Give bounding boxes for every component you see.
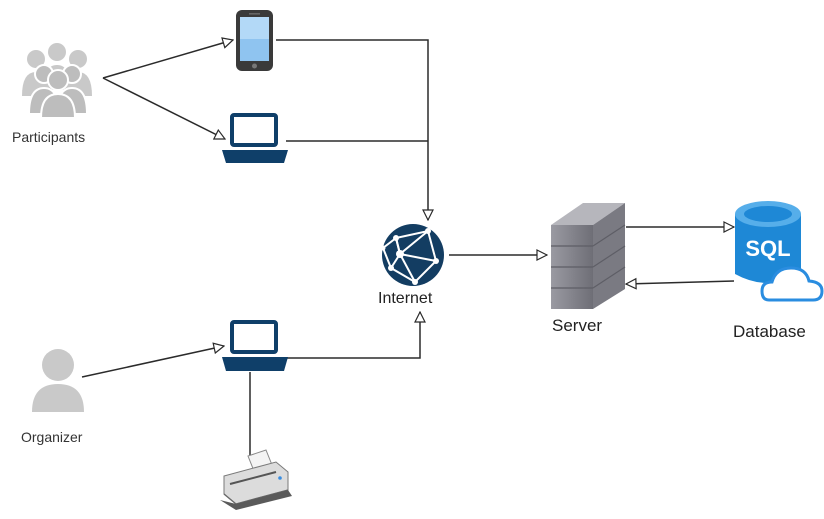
smartphone-icon [236,10,273,71]
server-rack-icon [551,203,626,309]
sql-database-cloud-icon: SQL [735,201,824,302]
edge-laptop-internet [283,312,420,359]
edge-database-server [626,281,735,284]
edge-participants-phone [102,40,233,79]
laptop-icon [222,113,288,163]
internet-label: Internet [378,290,433,307]
participants-label: Participants [12,129,86,145]
printer-icon [220,449,292,510]
organizer-label: Organizer [21,429,83,445]
user-icon [32,349,84,412]
globe-network-icon [380,224,444,286]
edge-participants-laptop [102,77,225,140]
database-label: Database [733,322,806,341]
server-label: Server [552,316,603,335]
connectors [81,39,735,455]
users-group-icon [22,43,92,119]
sql-label: SQL [745,236,790,261]
laptop-icon [222,320,288,371]
edge-organizer-laptop [81,346,224,378]
edge-phone-internet [276,39,428,220]
